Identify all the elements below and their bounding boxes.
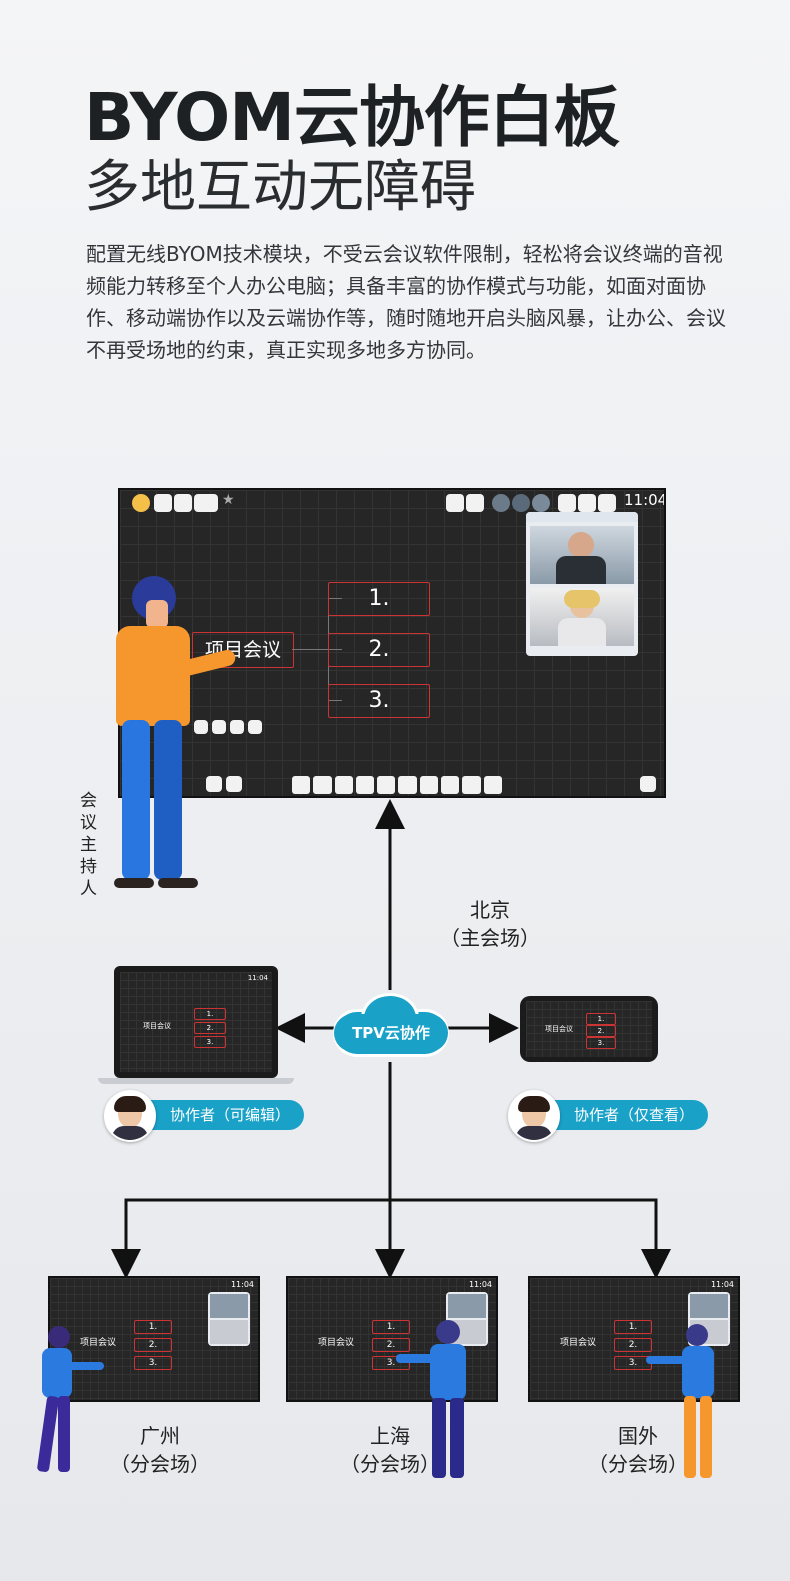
main-whiteboard: ★ 11:04 项目会议 1. 2. 3. <box>118 488 666 798</box>
item-node[interactable]: 2. <box>328 633 430 667</box>
video-panel <box>526 512 638 656</box>
venue-whiteboard: 11:04 项目会议 1. 2. 3. <box>48 1276 260 1402</box>
item-node: 2. <box>134 1338 172 1352</box>
venue-role: （分会场） <box>588 1452 688 1476</box>
video-panel <box>208 1292 250 1346</box>
trash-icon[interactable] <box>248 720 262 734</box>
bottom-toolbar <box>292 776 502 794</box>
item-node: 2. <box>586 1025 616 1037</box>
topic-node: 项目会议 <box>545 1025 573 1033</box>
video-feed <box>530 588 634 646</box>
venue-name: 北京 <box>470 898 510 922</box>
venue-name: 广州 <box>140 1424 180 1448</box>
toolbar-button[interactable] <box>578 494 596 512</box>
toolbar-button[interactable] <box>466 494 484 512</box>
item-node: 2. <box>614 1338 652 1352</box>
item-node: 1. <box>614 1320 652 1334</box>
item-node[interactable]: 1. <box>328 582 430 616</box>
connector <box>292 649 328 650</box>
item-node: 3. <box>586 1037 616 1049</box>
node-action-button[interactable] <box>230 720 244 734</box>
clock: 11:04 <box>230 1280 254 1289</box>
person-illustration <box>396 1320 476 1480</box>
node-action-button[interactable] <box>212 720 226 734</box>
item-node: 1. <box>372 1320 410 1334</box>
venue-role: （分会场） <box>110 1452 210 1476</box>
topic-node: 项目会议 <box>143 1022 171 1030</box>
item-node: 2. <box>194 1022 226 1034</box>
topic-node: 项目会议 <box>317 1338 354 1348</box>
item-node: 1. <box>586 1013 616 1025</box>
participant-avatar-icon <box>492 494 510 512</box>
toolbar-button[interactable] <box>194 494 218 512</box>
participant-avatar-icon <box>512 494 530 512</box>
phone-screen: 项目会议 1. 2. 3. <box>526 1001 652 1057</box>
toolbar-button[interactable] <box>226 776 242 792</box>
beijing-label: 北京 （主会场） <box>430 896 550 952</box>
laptop-screen: 11:04 项目会议 1. 2. 3. <box>120 972 272 1072</box>
clock: 11:04 <box>710 1280 734 1289</box>
venue-role: （分会场） <box>340 1452 440 1476</box>
toolbar-button[interactable] <box>174 494 192 512</box>
item-node[interactable]: 3. <box>328 684 430 718</box>
clock: 11:04 <box>468 1280 492 1289</box>
description: 配置无线BYOM技术模块，不受云会议软件限制，轻松将会议终端的音视频能力转移至个… <box>86 242 726 362</box>
person-illustration <box>34 1326 104 1476</box>
item-node: 3. <box>372 1356 410 1370</box>
toolbar-button[interactable] <box>446 494 464 512</box>
node-action-button[interactable] <box>194 720 208 734</box>
item-node: 1. <box>134 1320 172 1334</box>
toolbar-button[interactable] <box>640 776 656 792</box>
venue-shanghai: 11:04 项目会议 1. 2. 3. 上海 （分会场） <box>286 1276 498 1478</box>
person-illustration <box>646 1324 728 1482</box>
clock: 11:04 <box>247 974 268 982</box>
cloud-icon: TPV云协作 <box>334 992 448 1056</box>
laptop-device: 11:04 项目会议 1. 2. 3. <box>98 966 294 1086</box>
connector <box>328 598 342 599</box>
item-node: 1. <box>194 1008 226 1020</box>
item-node: 2. <box>372 1338 410 1352</box>
video-feed <box>530 526 634 584</box>
phone-device: 项目会议 1. 2. 3. <box>520 996 658 1062</box>
connector <box>328 700 342 701</box>
venue-overseas: 11:04 项目会议 1. 2. 3. 国外 （分会场） <box>528 1276 740 1478</box>
page-subtitle: 多地互动无障碍 <box>84 155 476 220</box>
page-title: BYOM云协作白板 <box>84 79 620 156</box>
star-icon[interactable]: ★ <box>222 492 235 508</box>
topic-node: 项目会议 <box>79 1338 116 1348</box>
connector <box>328 649 342 650</box>
venue-label: 广州 （分会场） <box>90 1422 230 1478</box>
item-node: 3. <box>134 1356 172 1370</box>
venue-name: 国外 <box>618 1424 658 1448</box>
collaborator-avatar <box>508 1090 560 1142</box>
host-label: 会议主持人 <box>80 791 97 899</box>
venue-role: （主会场） <box>440 926 540 950</box>
participant-avatar-icon <box>532 494 550 512</box>
cloud-label: TPV云协作 <box>352 1024 430 1042</box>
collaborator-avatar <box>104 1090 156 1142</box>
item-node: 3. <box>194 1036 226 1048</box>
venue-label: 上海 （分会场） <box>320 1422 460 1478</box>
toolbar-button[interactable] <box>598 494 616 512</box>
venue-name: 上海 <box>370 1424 410 1448</box>
topic-node: 项目会议 <box>559 1338 596 1348</box>
toolbar-button[interactable] <box>206 776 222 792</box>
user-avatar-icon[interactable] <box>132 494 150 512</box>
clock: 11:04 <box>624 491 666 509</box>
host-person-illustration <box>110 570 240 892</box>
venue-guangzhou: 11:04 项目会议 1. 2. 3. 广州 （分会场） <box>36 1276 260 1476</box>
venue-label: 国外 （分会场） <box>568 1422 708 1478</box>
share-icon[interactable] <box>558 494 576 512</box>
toolbar-button[interactable] <box>154 494 172 512</box>
